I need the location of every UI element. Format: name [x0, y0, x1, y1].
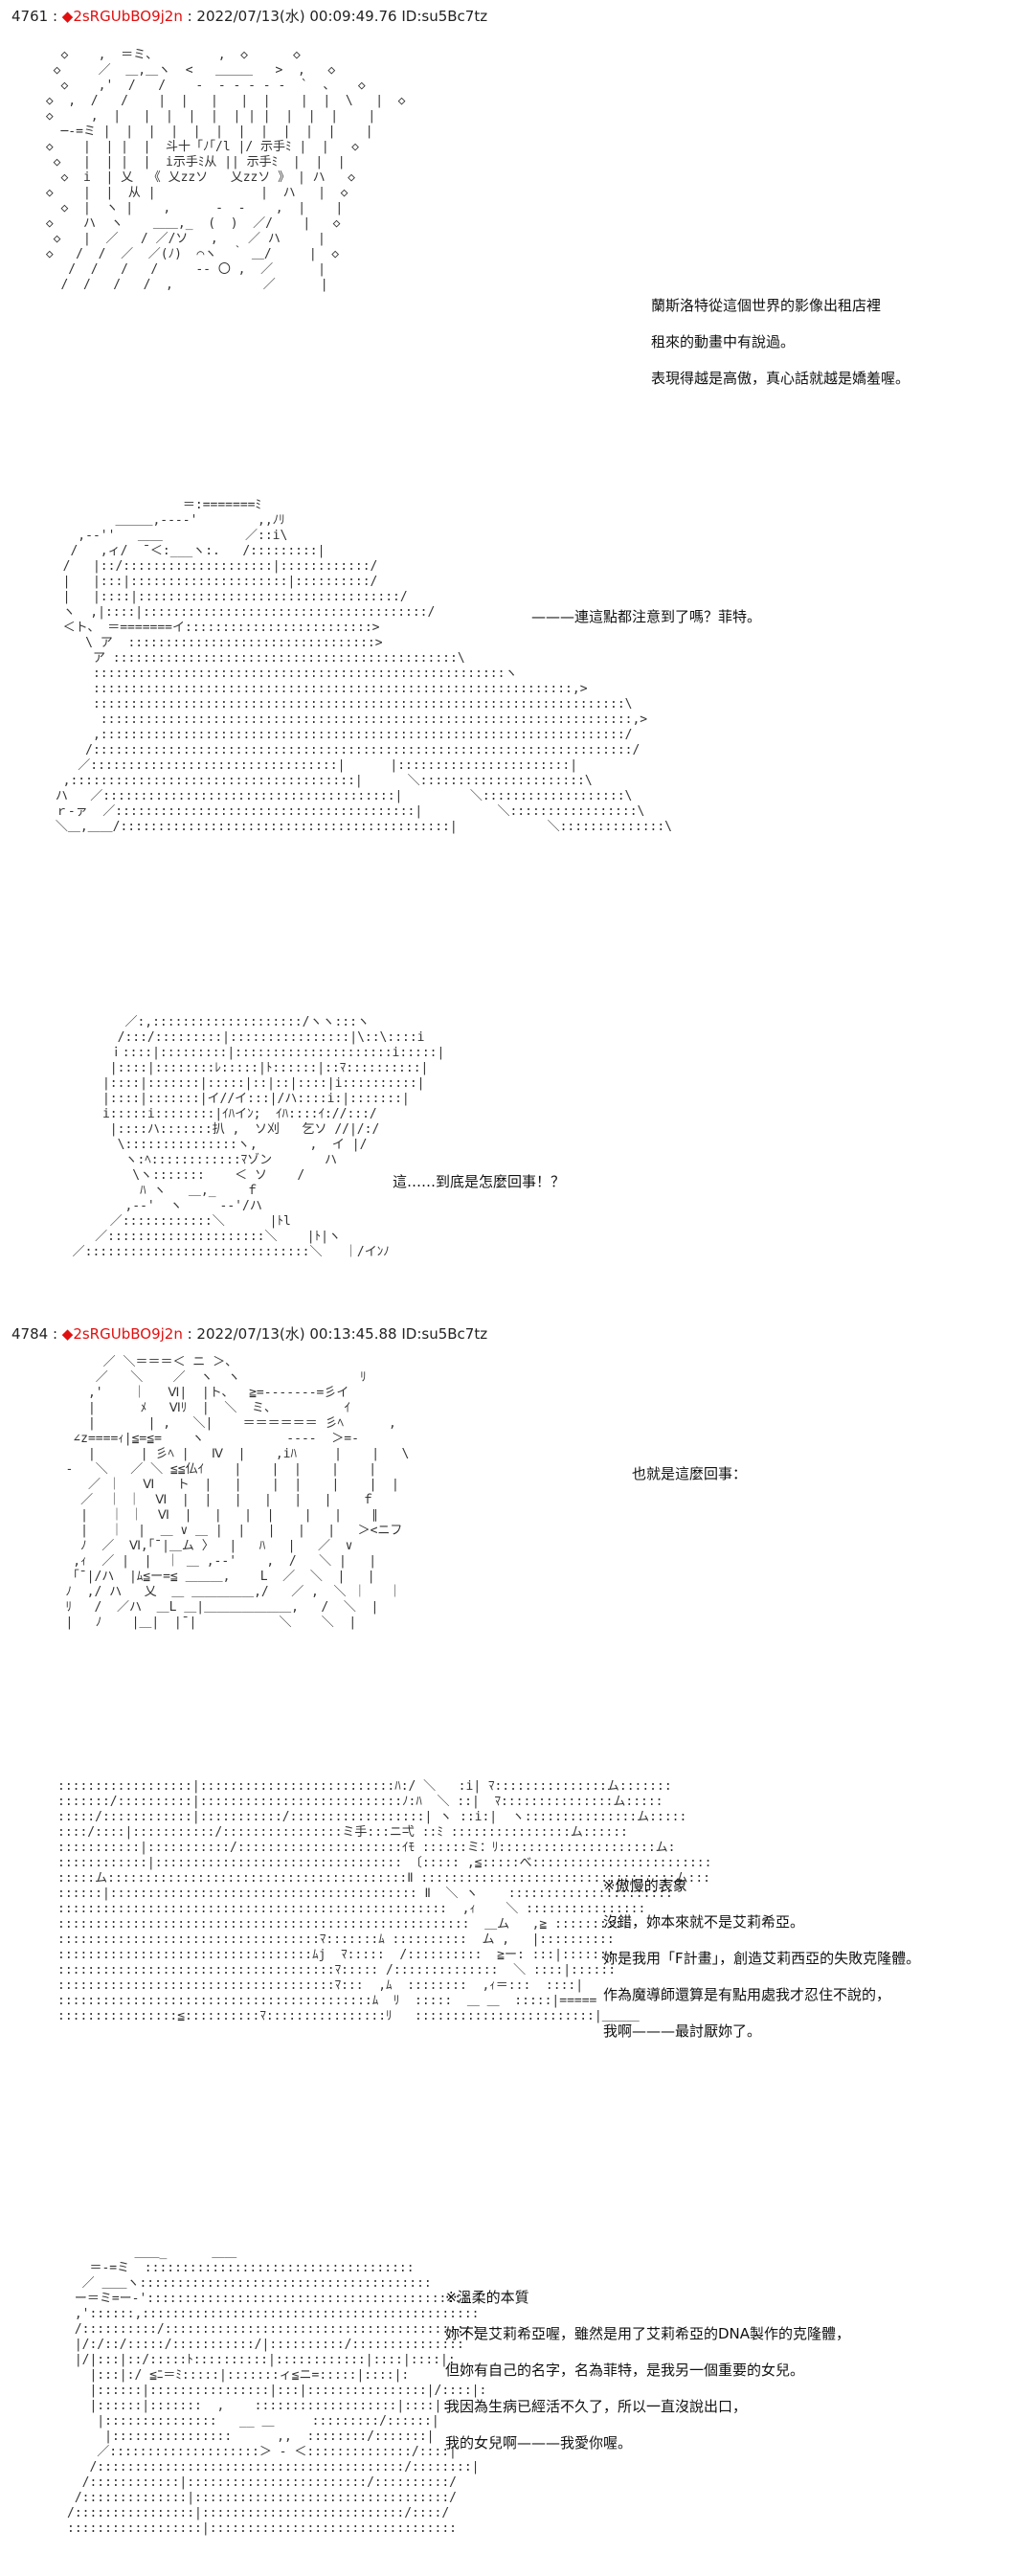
dialogue-line: 蘭斯洛特從這個世界的影像出租店裡 — [651, 297, 882, 314]
ascii-art: ／:,::::::::::::::::::::/ヽヽ:::ヽ /:::/::::… — [72, 1015, 445, 1259]
ascii-art: ＝:=======ﾐ ＿＿＿,---‐' ,,ﾉﾘ ,-‐'' ＿＿ ／::i\… — [55, 498, 672, 834]
dialogue-line: ———連這點都注意到了嗎？菲特。 — [531, 608, 762, 625]
dialogue-line: ※傲慢的表象 — [603, 1877, 687, 1894]
post-meta: : 2022/07/13(水) 00:13:45.88 ID:su5Bc7tz — [187, 1325, 488, 1343]
dialogue-block: ———連這點都注意到了嗎？菲特。 — [531, 599, 761, 635]
dialogue-line: ※溫柔的本質 — [445, 2289, 529, 2306]
dialogue-line: 作為魔導師還算是有點用處我才忍住不說的， — [603, 1986, 891, 2003]
dialogue-line: 也就是這麼回事： — [632, 1465, 748, 1482]
dialogue-block: 蘭斯洛特從這個世界的影像出租店裡 租來的動畫中有說過。 表現得越是高傲，真心話就… — [651, 287, 910, 396]
post-header: 4784 : ◆2sRGUbBO9j2n : 2022/07/13(水) 00:… — [11, 1323, 487, 1344]
dialogue-line: 妳不是艾莉希亞喔，雖然是用了艾莉希亞的DNA製作的克隆體， — [445, 2325, 851, 2342]
ascii-art: ◇ , ＝ミ、 , ◇ ◇ ◇ ／ ＿,＿ヽ < ＿＿＿ > , ◇ ◇ ,' … — [45, 48, 406, 292]
poster-trip[interactable]: 2sRGUbBO9j2n — [73, 8, 183, 25]
dialogue-line: 沒錯，妳本來就不是艾莉希亞。 — [603, 1913, 805, 1931]
ascii-art: ::::::::::::::::::|:::::::::::::::::::::… — [57, 1779, 712, 2023]
diamond-icon: ◆ — [61, 1325, 74, 1343]
dialogue-block: 也就是這麼回事： — [632, 1456, 747, 1492]
dialogue-line: 這……到底是怎麼回事！？ — [393, 1173, 566, 1190]
dialogue-line: 租來的動畫中有說過。 — [651, 333, 796, 350]
dialogue-line: 表現得越是高傲，真心話就越是嬌羞喔。 — [651, 370, 910, 387]
post-number: 4784 : — [11, 1325, 57, 1343]
dialogue-line: 妳是我用「F計畫」，創造艾莉西亞的失敗克隆體。 — [603, 1950, 921, 1967]
poster-trip[interactable]: 2sRGUbBO9j2n — [73, 1325, 183, 1343]
dialogue-line: 但妳有自己的名字，名為菲特，是我另一個重要的女兒。 — [445, 2361, 805, 2379]
diamond-icon: ◆ — [61, 8, 74, 25]
dialogue-block: ※溫柔的本質 妳不是艾莉希亞喔，雖然是用了艾莉希亞的DNA製作的克隆體， 但妳有… — [445, 2279, 850, 2461]
post-number: 4761 : — [11, 8, 57, 25]
ascii-art: ／ ＼＝＝＝＜ ニ ＞、 ／ ＼ ／ ヽ ヽ ﾘ ,' ｜ Ⅵ| |ト、 ≧=-… — [65, 1355, 410, 1630]
dialogue-block: ※傲慢的表象 沒錯，妳本來就不是艾莉希亞。 妳是我用「F計畫」，創造艾莉西亞的失… — [603, 1867, 920, 2049]
dialogue-line: 我因為生病已經活不久了，所以一直沒說出口， — [445, 2398, 748, 2415]
ascii-art: ＿＿_ ＿＿ ＝-=ミ ::::::::::::::::::::::::::::… — [67, 2246, 487, 2536]
dialogue-line: 我啊———最討厭妳了。 — [603, 2022, 762, 2040]
dialogue-line: 我的女兒啊———我愛你喔。 — [445, 2434, 633, 2452]
dialogue-block: 這……到底是怎麼回事！？ — [393, 1164, 565, 1200]
post-meta: : 2022/07/13(水) 00:09:49.76 ID:su5Bc7tz — [187, 8, 488, 25]
post-header: 4761 : ◆2sRGUbBO9j2n : 2022/07/13(水) 00:… — [11, 6, 487, 26]
